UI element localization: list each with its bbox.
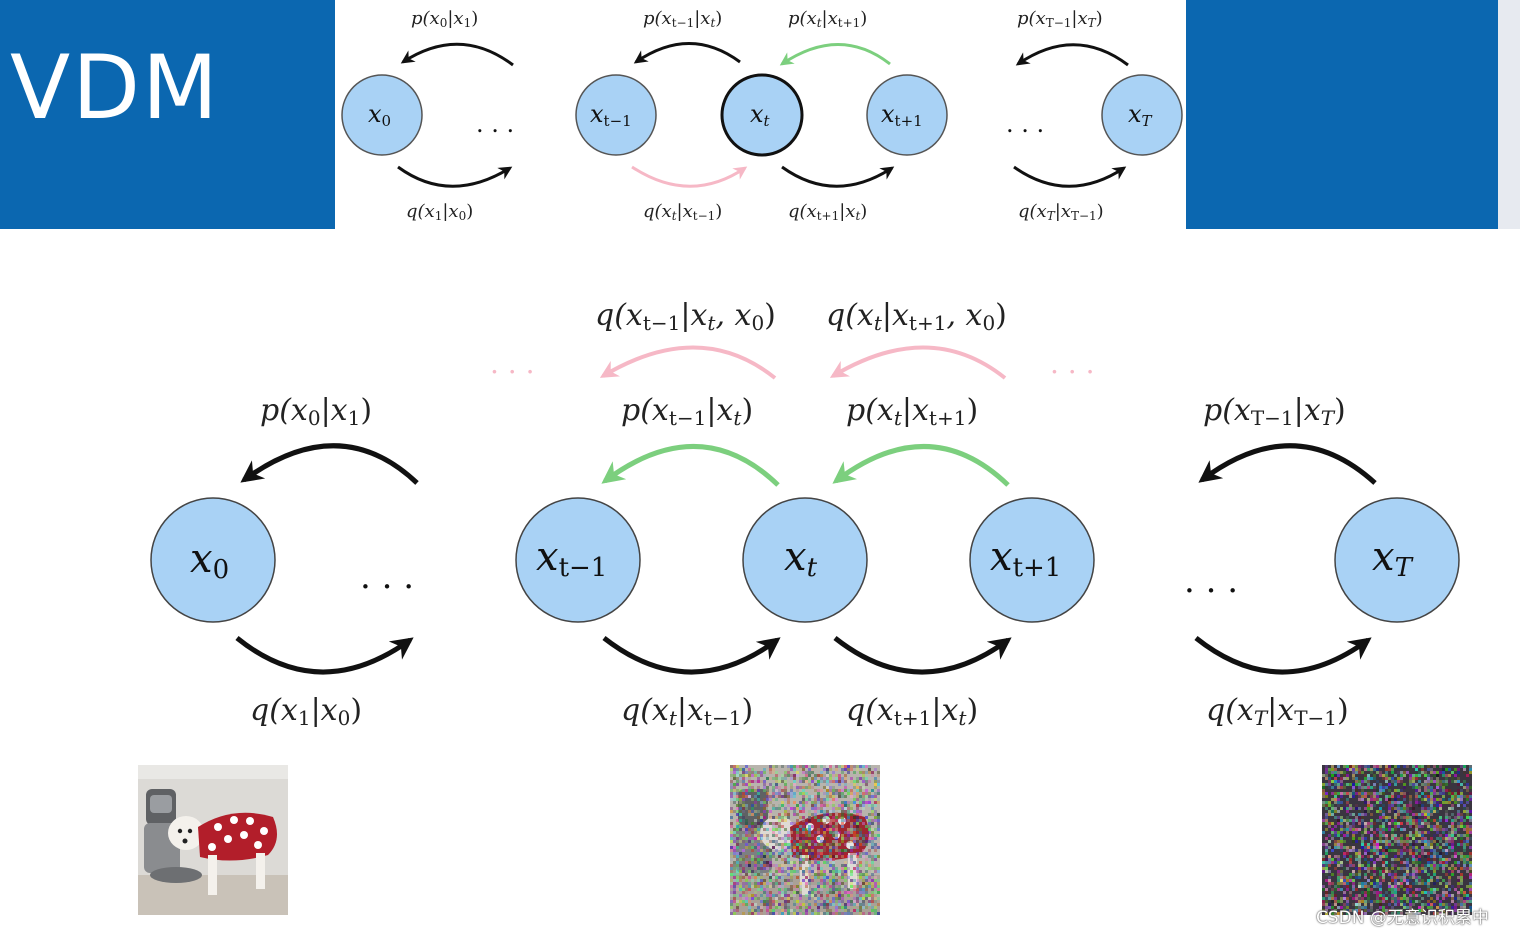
small-arrow-p-xt [779,43,891,66]
main-node-label-xt: xt [784,534,818,583]
small-label-p-xt: p(xt|xt+1) [788,8,867,30]
header-band-right [1186,0,1498,229]
main-label-posterior-xt: q(xt|xt+1, x0) [826,298,1007,335]
header-band-left [0,0,335,229]
small-node-xtp1 [866,74,948,156]
main-label-p-x0: p(x0|x1) [260,393,372,430]
main-label-q-xT: q(xT|xT−1) [1206,693,1349,730]
small-node-x0 [341,74,423,156]
main-node-x0 [150,497,276,623]
small-node-xT [1101,74,1183,156]
small-diagram: x0 xt−1 xt xt+1 xT . . . . . . p(x0|x1) … [341,8,1183,223]
main-arrow-p-xt [832,444,1010,487]
small-label-q-x1: q(x1|x0) [406,201,473,223]
small-arrow-q-x1 [397,165,513,188]
main-ellipsis-right: . . . [1184,561,1238,601]
image-noisy-dog [730,765,880,915]
image-clean-dog [138,765,288,915]
main-arrow-q-xt [602,636,781,675]
main-label-q-xtp1: q(xt+1|xt) [846,693,978,730]
main-arrow-p-xTm1 [1198,443,1377,485]
small-arrow-p-x0 [400,42,514,67]
main-label-posterior-xtm1: q(xt−1|xt, x0) [595,298,776,335]
main-label-q-x1: q(x1|x0) [250,693,362,730]
small-node-xt [720,73,804,157]
main-node-xT [1334,497,1460,623]
slide-title: VDM [10,36,220,139]
main-arrow-q-xtp1 [833,636,1012,675]
main-arrow-p-xtm1 [601,444,780,487]
small-label-p-x0: p(x0|x1) [411,8,478,30]
main-label-q-xt: q(xt|xt−1) [621,693,753,730]
main-label-p-xTm1: p(xT−1|xT) [1203,393,1346,430]
main-diagram: . . . . . . x0 xt−1 xt xt+1 xT . . . . .… [150,298,1460,730]
small-node-xtm1 [575,74,657,156]
main-arrow-posterior-xt [829,345,1007,380]
small-label-p-xTm1: p(xT−1|xT) [1017,8,1103,30]
small-arrow-q-xT [1013,165,1127,188]
small-arrow-p-xTm1 [1015,43,1129,67]
main-arrow-q-xT [1194,636,1372,675]
small-label-q-xt: q(xt|xt−1) [643,201,722,223]
small-ellipsis-right: . . . [1006,110,1044,138]
main-ellipsis-pink-left: . . . [490,347,535,380]
small-arrow-q-xtp1 [781,165,895,188]
small-ellipsis-left: . . . [476,110,514,138]
main-arrow-posterior-xtm1 [599,345,777,380]
main-label-p-xt: p(xt|xt+1) [846,393,978,430]
main-arrow-p-x0 [240,443,419,485]
main-node-xt [742,497,868,623]
small-arrow-q-xt [631,165,748,188]
image-pure-noise [1322,765,1472,915]
main-node-xtm1 [515,497,641,623]
small-arrow-p-xtm1 [633,42,741,64]
watermark: CSDN @无意识积累中 [1316,908,1489,928]
small-label-p-xtm1: p(xt−1|xt) [643,8,722,30]
small-label-q-xT: q(xT|xT−1) [1018,201,1104,223]
main-label-p-xtm1: p(xt−1|xt) [621,393,753,430]
main-ellipsis-pink-right: . . . [1050,347,1095,380]
small-label-q-xtp1: q(xt+1|xt) [788,201,867,223]
header-band-edge [1498,0,1520,229]
main-node-xtp1 [969,497,1095,623]
main-ellipsis-left: . . . [360,557,414,597]
main-arrow-q-x1 [235,636,414,675]
